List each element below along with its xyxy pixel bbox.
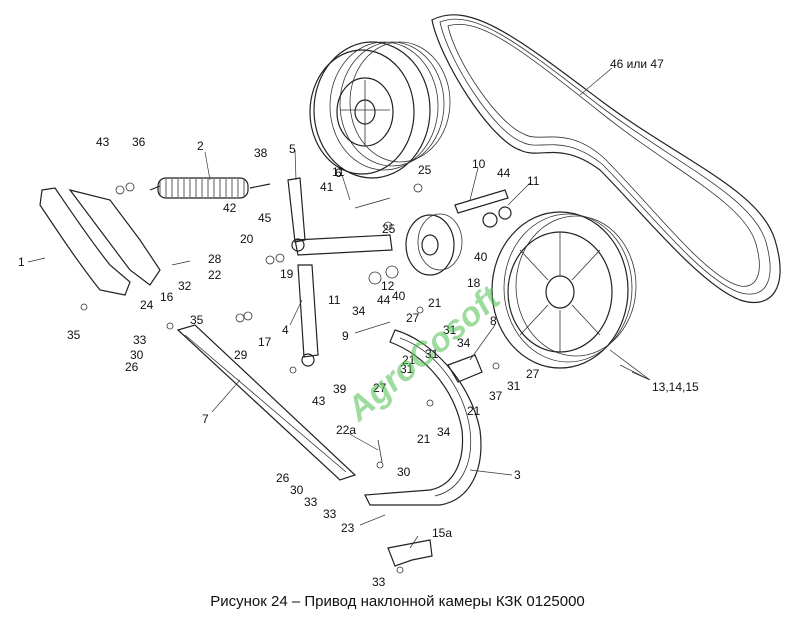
shaft bbox=[454, 189, 512, 228]
callout-label: 44 bbox=[497, 166, 511, 180]
callout-label: 27 bbox=[406, 311, 420, 325]
callout-label: 12 bbox=[381, 279, 395, 293]
curved-guard bbox=[364, 329, 482, 506]
callout-label: 24 bbox=[140, 298, 154, 312]
callout-label: 8 bbox=[490, 314, 497, 328]
callout-label: 34 bbox=[437, 425, 451, 439]
callout-label: 30 bbox=[397, 465, 411, 479]
callout-label: 23 bbox=[341, 521, 355, 535]
upper-pulley bbox=[309, 41, 451, 179]
callout-label: 40 bbox=[392, 289, 406, 303]
callout-label: 31 bbox=[400, 362, 414, 376]
watermark-logo: AgroCosoft bbox=[339, 278, 509, 429]
callout-label: 25 bbox=[382, 222, 396, 236]
callout-label: 37 bbox=[489, 389, 503, 403]
callout-label: 19 bbox=[280, 267, 294, 281]
callout-label: 33 bbox=[304, 495, 318, 509]
callout-label: 26 bbox=[125, 360, 139, 374]
callout-label: 1 bbox=[18, 255, 25, 269]
callout-label: 34 bbox=[457, 336, 471, 350]
plate-8 bbox=[447, 354, 483, 383]
callout-label: 25 bbox=[418, 163, 432, 177]
callout-label: 21 bbox=[402, 353, 416, 367]
tension-spring bbox=[149, 177, 271, 199]
callout-label: 22а bbox=[336, 423, 356, 437]
callout-label: 41 bbox=[320, 180, 334, 194]
callout-label: 43 bbox=[96, 135, 110, 149]
callout-label: 6 bbox=[335, 166, 342, 180]
callout-label: 36 bbox=[132, 135, 146, 149]
v-belt bbox=[431, 14, 781, 304]
callout-label: 5 bbox=[289, 142, 296, 156]
callout-label: 9 bbox=[342, 329, 349, 343]
callout-label: 4 bbox=[282, 323, 289, 337]
callout-label: 46 или 47 bbox=[610, 57, 664, 71]
callout-label: 31 bbox=[507, 379, 521, 393]
callout-label: 31 bbox=[425, 347, 439, 361]
callout-label: 10 bbox=[472, 157, 486, 171]
figure-caption: Рисунок 24 – Привод наклонной камеры КЗК… bbox=[210, 593, 585, 610]
leader-lines bbox=[27, 67, 651, 549]
callout-label: 20 bbox=[240, 232, 254, 246]
callout-label: 43 bbox=[312, 394, 326, 408]
callout-label: 2 bbox=[197, 139, 204, 153]
callout-label: 18 bbox=[467, 276, 481, 290]
callout-label: 17 bbox=[258, 335, 272, 349]
callout-labels: 1 2 3 4 5 6 7 8 9 10 11 11 11 12 13,14,1… bbox=[18, 57, 699, 589]
callout-label: 39 bbox=[333, 382, 347, 396]
callout-label: 7 bbox=[202, 412, 209, 426]
callout-label: 33 bbox=[133, 333, 147, 347]
callout-label: 15а bbox=[432, 526, 452, 540]
callout-label: 30 bbox=[130, 348, 144, 362]
callout-label: 38 bbox=[254, 146, 268, 160]
lower-pulley bbox=[491, 211, 637, 369]
callout-label: 31 bbox=[443, 323, 457, 337]
callout-label: 16 bbox=[160, 290, 174, 304]
callout-label: 27 bbox=[373, 381, 387, 395]
callout-label: 3 bbox=[514, 468, 521, 482]
callout-label: 22 bbox=[208, 268, 222, 282]
callout-label: 11 bbox=[332, 165, 345, 179]
callout-label: 27 bbox=[526, 367, 540, 381]
callout-label: 44 bbox=[377, 293, 391, 307]
callout-label: 29 bbox=[234, 348, 248, 362]
callout-label: 13,14,15 bbox=[652, 380, 699, 394]
callout-label: 21 bbox=[467, 404, 481, 418]
callout-label: 33 bbox=[323, 507, 337, 521]
callout-label: 33 bbox=[372, 575, 386, 589]
callout-label: 35 bbox=[190, 313, 204, 327]
callout-label: 42 bbox=[223, 201, 237, 215]
callout-label: 28 bbox=[208, 252, 222, 266]
callout-label: 30 bbox=[290, 483, 304, 497]
callout-label: 34 bbox=[352, 304, 366, 318]
callout-label: 11 bbox=[527, 174, 540, 188]
callout-label: 26 bbox=[276, 471, 290, 485]
small-pulley bbox=[405, 213, 463, 276]
callout-label: 21 bbox=[417, 432, 431, 446]
bracket-15a bbox=[387, 539, 433, 567]
bracket-left bbox=[39, 187, 161, 296]
callout-label: 40 bbox=[474, 250, 488, 264]
callout-label: 21 bbox=[428, 296, 442, 310]
callout-label: 35 bbox=[67, 328, 81, 342]
fasteners bbox=[80, 182, 500, 574]
support-arm bbox=[176, 324, 357, 481]
callout-label: 32 bbox=[178, 279, 192, 293]
callout-label: 11 bbox=[328, 293, 341, 307]
callout-label: 45 bbox=[258, 211, 272, 225]
